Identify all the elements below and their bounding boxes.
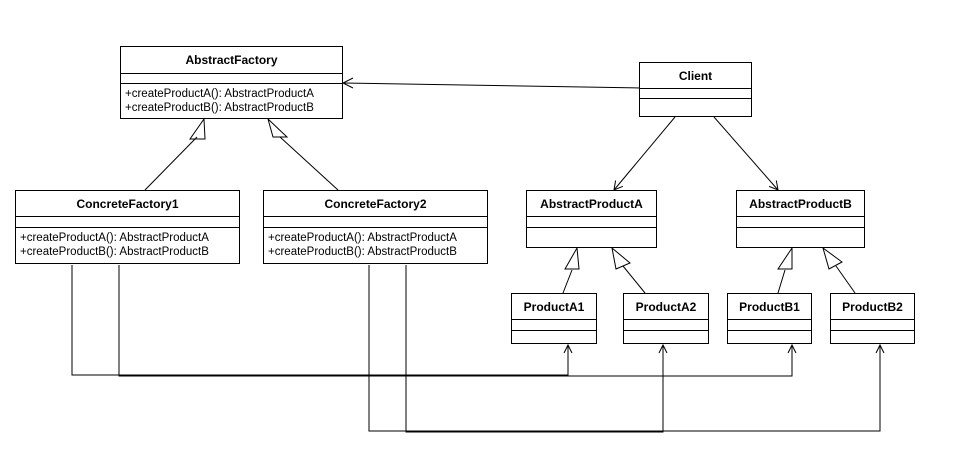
class-name-producta2: ProductA2 xyxy=(636,300,697,314)
cf2-generalization-triangle xyxy=(267,117,289,138)
operation-createproducta: +createProductA(): AbstractProductA xyxy=(125,88,314,100)
productb1-arrowhead xyxy=(787,343,797,354)
class-name-productb1: ProductB1 xyxy=(739,300,800,314)
pb2-generalization-triangle xyxy=(822,246,843,270)
class-name-concretefactory1: ConcreteFactory1 xyxy=(76,197,178,211)
operation-createproductb: +createProductB(): AbstractProductB xyxy=(125,102,314,114)
operation-createproducta: +createProductA(): AbstractProductA xyxy=(20,232,209,244)
cf2-generalization-line xyxy=(279,136,339,191)
pa1-generalization-triangle xyxy=(564,246,580,270)
cf1-generalization-triangle xyxy=(189,117,206,140)
operation-createproductb: +createProductB(): AbstractProductB xyxy=(20,246,209,258)
cf1-dependency-path-inner xyxy=(118,265,793,377)
class-name-abstractproductb: AbstractProductB xyxy=(749,197,852,211)
client-to-abstractproductb-line xyxy=(713,116,779,191)
producta1-arrowhead xyxy=(563,343,573,354)
pb1-generalization-triangle xyxy=(777,246,793,270)
cf2-dependency-path-inner xyxy=(405,265,664,433)
class-name-client: Client xyxy=(679,69,712,83)
class-concretefactory2[interactable] xyxy=(263,190,488,264)
operation-createproducta: +createProductA(): AbstractProductA xyxy=(268,232,457,244)
class-producta1[interactable] xyxy=(511,293,597,344)
class-name-producta1: ProductA1 xyxy=(524,300,585,314)
cf1-generalization-line xyxy=(144,136,198,191)
pa2-generalization-line xyxy=(622,265,646,294)
operation-createproductb: +createProductB(): AbstractProductB xyxy=(268,246,457,258)
cf1-dependency-path-outer xyxy=(71,265,569,376)
class-abstractproductb[interactable] xyxy=(736,190,865,248)
pb1-generalization-line xyxy=(777,269,786,294)
productb2-arrowhead xyxy=(875,343,885,354)
client-to-abstractproducta-line xyxy=(613,116,676,191)
producta2-arrowhead xyxy=(658,343,668,354)
class-client[interactable] xyxy=(639,62,752,117)
pb2-generalization-line xyxy=(835,265,856,294)
client-to-abstractfactory-association xyxy=(342,82,641,89)
pa2-generalization-triangle xyxy=(611,246,631,270)
class-name-concretefactory2: ConcreteFactory2 xyxy=(324,197,426,211)
class-productb1[interactable] xyxy=(727,293,812,344)
class-name-productb2: ProductB2 xyxy=(842,300,903,314)
class-name-abstractproducta: AbstractProductA xyxy=(540,197,643,211)
class-abstractfactory[interactable] xyxy=(120,46,343,119)
class-producta2[interactable] xyxy=(623,293,709,344)
class-name-abstractfactory: AbstractFactory xyxy=(185,53,277,67)
cf2-dependency-path-outer xyxy=(368,265,881,432)
class-concretefactory1[interactable] xyxy=(15,190,240,264)
pa1-generalization-line xyxy=(562,269,573,294)
class-productb2[interactable] xyxy=(830,293,915,344)
class-abstractproducta[interactable] xyxy=(526,190,657,248)
